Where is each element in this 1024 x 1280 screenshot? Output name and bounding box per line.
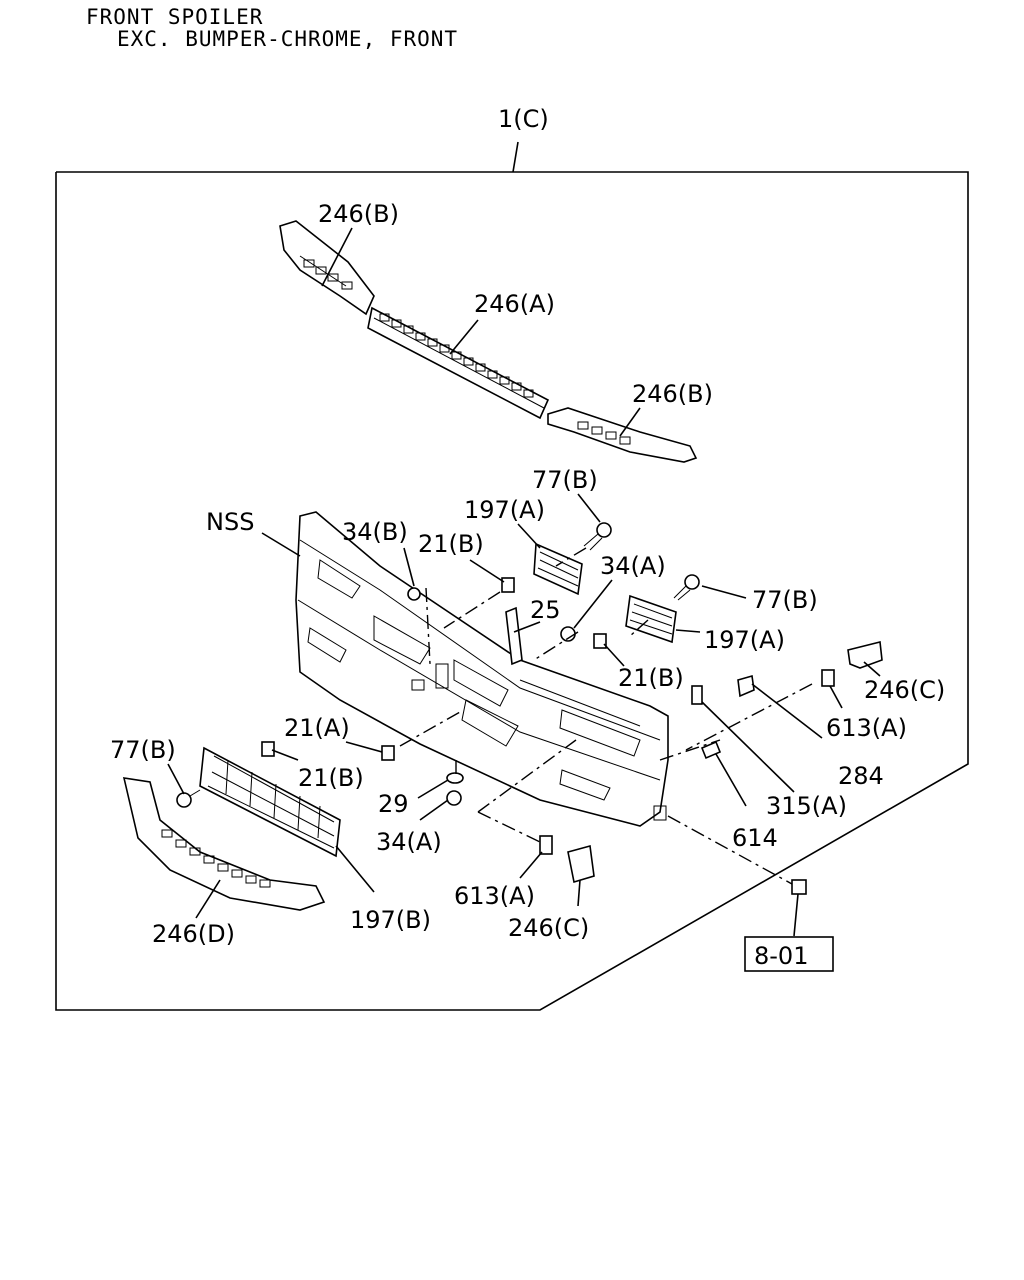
spoiler-246d-lower[interactable] bbox=[122, 777, 326, 911]
label-246c-bottom[interactable]: 246(C) bbox=[508, 914, 589, 942]
label-315a[interactable]: 315(A) bbox=[766, 792, 847, 820]
label-nss[interactable]: NSS bbox=[206, 508, 254, 536]
bracket-246c-bottom[interactable] bbox=[567, 844, 595, 884]
nut-34a-bottom[interactable] bbox=[446, 790, 462, 806]
label-21b-mid[interactable]: 21(B) bbox=[618, 664, 684, 692]
clip-613a-right[interactable] bbox=[821, 669, 835, 687]
spoiler-246b-right[interactable] bbox=[547, 407, 698, 463]
clip-613a-bottom[interactable] bbox=[539, 835, 553, 855]
label-77b-top[interactable]: 77(B) bbox=[532, 466, 598, 494]
label-246c-right[interactable]: 246(C) bbox=[864, 676, 945, 704]
clip-77b-left[interactable] bbox=[176, 789, 201, 808]
label-77b-left[interactable]: 77(B) bbox=[110, 736, 176, 764]
label-197a-right[interactable]: 197(A) bbox=[704, 626, 785, 654]
grille-197a-right[interactable] bbox=[625, 594, 677, 644]
label-284[interactable]: 284 bbox=[838, 762, 884, 790]
label-613a-right[interactable]: 613(A) bbox=[826, 714, 907, 742]
bumper-body-nss[interactable] bbox=[295, 511, 669, 827]
label-34a-bottom[interactable]: 34(A) bbox=[376, 828, 442, 856]
bolt-284[interactable] bbox=[737, 674, 755, 698]
label-77b-right[interactable]: 77(B) bbox=[752, 586, 818, 614]
leader-lines bbox=[167, 227, 881, 937]
cap-ref-8-01[interactable] bbox=[791, 879, 807, 895]
assembly-lines bbox=[399, 547, 813, 885]
label-25[interactable]: 25 bbox=[530, 596, 561, 624]
label-614[interactable]: 614 bbox=[732, 824, 778, 852]
label-21a[interactable]: 21(A) bbox=[284, 714, 350, 742]
label-29[interactable]: 29 bbox=[378, 790, 409, 818]
label-1c[interactable]: 1(C) bbox=[498, 105, 549, 133]
label-197b[interactable]: 197(B) bbox=[350, 906, 431, 934]
clip-77b-right[interactable] bbox=[673, 574, 700, 601]
ref-box[interactable] bbox=[744, 936, 834, 972]
grille-197a-upper[interactable] bbox=[533, 542, 583, 596]
assembly-frame bbox=[55, 171, 969, 1011]
spoiler-246a-center[interactable] bbox=[367, 306, 550, 420]
nut-34b[interactable] bbox=[407, 587, 421, 601]
label-34a-top[interactable]: 34(A) bbox=[600, 552, 666, 580]
label-246b-top[interactable]: 246(B) bbox=[318, 200, 399, 228]
assembly-leader bbox=[512, 141, 519, 173]
nut-21b-left[interactable] bbox=[261, 741, 275, 757]
bracket-25[interactable] bbox=[505, 606, 523, 666]
bracket-246c-right[interactable] bbox=[847, 641, 883, 669]
label-613a-bottom[interactable]: 613(A) bbox=[454, 882, 535, 910]
label-21b-left[interactable]: 21(B) bbox=[298, 764, 364, 792]
nut-21b-mid[interactable] bbox=[593, 633, 607, 649]
clip-315a[interactable] bbox=[691, 685, 703, 705]
leader-nss bbox=[261, 532, 301, 557]
diagram-title: FRONT SPOILER bbox=[86, 5, 264, 29]
label-34b[interactable]: 34(B) bbox=[342, 518, 408, 546]
label-197a-top[interactable]: 197(A) bbox=[464, 496, 545, 524]
nut-21a[interactable] bbox=[381, 745, 395, 761]
part-614[interactable] bbox=[700, 740, 722, 760]
clip-77b-top[interactable] bbox=[583, 522, 612, 551]
diagram-subtitle: EXC. BUMPER-CHROME, FRONT bbox=[117, 27, 459, 51]
spoiler-246b-left[interactable] bbox=[279, 220, 375, 316]
label-246b-right[interactable]: 246(B) bbox=[632, 380, 713, 408]
label-246d[interactable]: 246(D) bbox=[152, 920, 235, 948]
nut-21b-top[interactable] bbox=[501, 577, 515, 593]
label-246a[interactable]: 246(A) bbox=[474, 290, 555, 318]
ref-box-label: 8-01 bbox=[754, 942, 808, 970]
washer-29[interactable] bbox=[446, 772, 464, 784]
grille-197b-lower[interactable] bbox=[199, 746, 341, 858]
label-21b-top[interactable]: 21(B) bbox=[418, 530, 484, 558]
